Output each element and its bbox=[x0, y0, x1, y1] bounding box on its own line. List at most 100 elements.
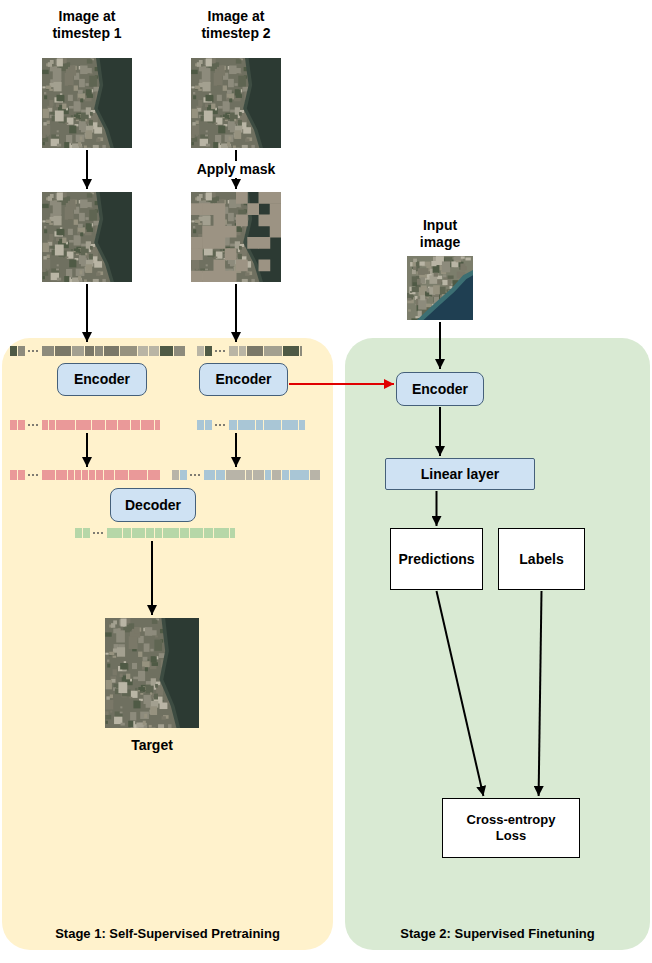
satellite-image-part bbox=[238, 76, 246, 87]
satellite-image-part bbox=[143, 721, 146, 725]
satellite-image-part bbox=[120, 706, 122, 708]
satellite-image-part bbox=[42, 259, 50, 269]
satellite-image-part bbox=[238, 120, 242, 126]
satellite-image-part bbox=[49, 89, 53, 91]
satellite-image-part bbox=[149, 725, 152, 727]
satellite-image-part bbox=[420, 295, 425, 300]
satellite-image-part bbox=[200, 148, 203, 149]
satellite-image-part bbox=[74, 219, 78, 224]
labels-box: Labels bbox=[498, 528, 585, 590]
satellite-image-part bbox=[229, 136, 232, 140]
satellite-image-part bbox=[251, 279, 254, 282]
satellite-image-part bbox=[76, 135, 85, 142]
token-row-part bbox=[10, 470, 17, 480]
token-row-part bbox=[118, 420, 130, 430]
satellite-image-part bbox=[146, 685, 153, 694]
box-label: Predictions bbox=[398, 551, 474, 568]
token-row-part bbox=[10, 346, 17, 356]
token-row-part bbox=[104, 470, 114, 480]
satellite-image-part bbox=[412, 269, 416, 274]
satellite-image-part bbox=[118, 682, 127, 693]
satellite-image-part bbox=[413, 261, 416, 266]
token-row-part bbox=[197, 346, 204, 356]
token-row-part bbox=[264, 346, 282, 356]
satellite-image-part bbox=[102, 145, 105, 148]
satellite-image-part bbox=[74, 235, 81, 245]
satellite-image-part bbox=[418, 299, 426, 310]
satellite-image-part bbox=[87, 193, 93, 197]
satellite-image-part bbox=[168, 724, 171, 728]
satellite-image-part bbox=[80, 136, 83, 140]
satellite-image-part bbox=[69, 106, 74, 109]
token-row-part bbox=[216, 470, 225, 480]
satellite-image-part bbox=[197, 62, 201, 67]
satellite-image-part bbox=[70, 199, 75, 205]
mask-patch bbox=[191, 248, 203, 260]
satellite-image-part bbox=[192, 109, 198, 118]
satellite-image-part bbox=[65, 257, 68, 259]
flow-arrow bbox=[439, 322, 441, 369]
stage-title: Stage 1: Self-Supervised Pretraining bbox=[55, 926, 280, 942]
token-row-part bbox=[129, 470, 147, 480]
satellite-image-part bbox=[42, 134, 46, 138]
box-label: Encoder bbox=[215, 371, 271, 388]
loss-box: Cross-entropy Loss bbox=[442, 798, 580, 858]
satellite-image-part bbox=[138, 687, 145, 692]
satellite-image-part bbox=[44, 92, 46, 94]
mask-patch bbox=[214, 215, 226, 227]
flow-arrow bbox=[86, 433, 88, 467]
satellite-image-part bbox=[76, 118, 79, 120]
token-row-part bbox=[123, 528, 131, 538]
token-row-part bbox=[32, 424, 34, 426]
satellite-image-part bbox=[407, 298, 411, 301]
satellite-image-part bbox=[86, 223, 92, 229]
satellite-image-part bbox=[43, 276, 45, 279]
token-row-part bbox=[93, 532, 95, 534]
satellite-image-part bbox=[44, 226, 46, 228]
satellite-image bbox=[42, 58, 132, 148]
satellite-image-part bbox=[57, 144, 61, 147]
predictions-box: Predictions bbox=[390, 528, 483, 590]
token-row-part bbox=[190, 528, 203, 538]
mask-patch bbox=[270, 203, 281, 215]
token-row-part bbox=[36, 350, 38, 352]
label-holder: Image at timestep 1 bbox=[0, 8, 187, 42]
satellite-image-part bbox=[193, 92, 195, 94]
encoder-box: Encoder bbox=[199, 363, 288, 396]
satellite-image-part bbox=[85, 119, 87, 121]
satellite-image-part bbox=[69, 260, 76, 268]
token-row-part bbox=[180, 470, 187, 480]
satellite-image-part bbox=[191, 259, 199, 269]
satellite-image-part bbox=[206, 58, 212, 66]
box-label: Cross-entropy Loss bbox=[461, 812, 561, 843]
satellite-image-part bbox=[105, 632, 112, 636]
label-holder: Image at timestep 2 bbox=[136, 8, 336, 42]
satellite-image-part bbox=[192, 122, 195, 125]
satellite-image-part bbox=[431, 261, 436, 266]
satellite-image-part bbox=[42, 58, 132, 148]
satellite-image-part bbox=[225, 118, 228, 120]
satellite-image-part bbox=[144, 695, 152, 704]
satellite-image-part bbox=[131, 691, 138, 698]
mask-patch bbox=[191, 237, 203, 249]
mask-patch bbox=[225, 248, 237, 260]
satellite-image-part bbox=[80, 65, 87, 74]
token-row-part bbox=[18, 420, 25, 430]
mask-patch bbox=[214, 203, 226, 215]
satellite-image-part bbox=[242, 279, 248, 282]
token-row-part bbox=[226, 470, 245, 480]
satellite-image-part bbox=[57, 264, 59, 266]
satellite-image-part bbox=[96, 272, 100, 275]
token-row-part bbox=[219, 350, 221, 352]
token-row-part bbox=[49, 420, 55, 430]
mask-patch bbox=[236, 215, 248, 227]
satellite-image-part bbox=[62, 238, 66, 244]
satellite-image-part bbox=[42, 125, 50, 135]
satellite-image-part bbox=[465, 257, 470, 260]
token-row-part bbox=[256, 420, 263, 430]
satellite-image-part bbox=[243, 58, 281, 148]
token-row-part bbox=[299, 420, 305, 430]
token-row-part bbox=[115, 470, 128, 480]
satellite-image-part bbox=[55, 111, 64, 122]
satellite-image-part bbox=[57, 278, 61, 281]
